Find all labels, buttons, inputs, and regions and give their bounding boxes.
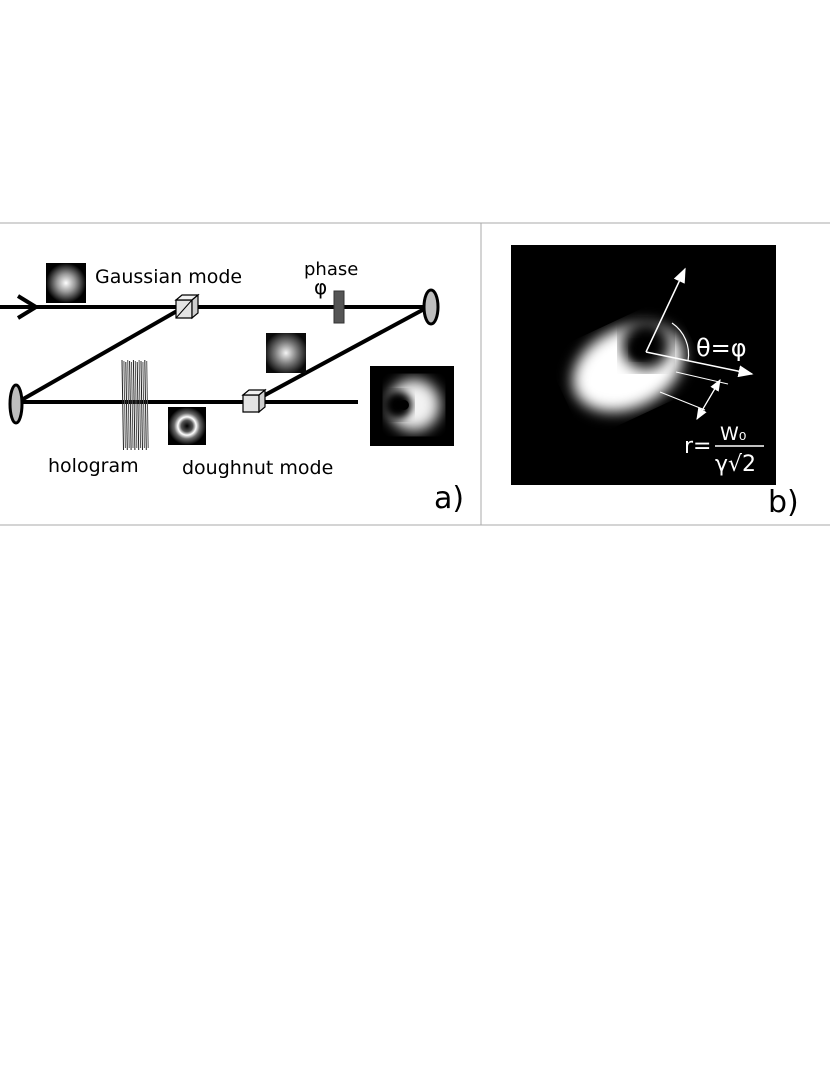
hologram-stripe [146,360,149,449]
right-mirror [422,288,440,326]
angle-arc [671,322,690,362]
hologram-grating [121,359,149,451]
hologram-label: hologram [48,455,139,477]
right-diagonal-beam [251,305,429,404]
hologram-stripe [136,361,140,451]
angle-label: θ=φ [696,334,747,362]
hologram-stripe [140,360,143,451]
hologram-stripe [129,360,132,451]
hologram-stripe [142,361,145,449]
hologram-stripe [144,359,147,451]
panel-a: Gaussian mode phase φ hologram doughnut … [0,259,464,516]
phase-symbol: φ [314,275,327,299]
vertical-direction-arrow [645,267,686,353]
phase-plate [333,290,345,324]
panel-a-label: a) [434,481,464,516]
hologram-stripe [134,360,138,449]
gaussian-mode-thumbnail [46,263,86,303]
hologram-stripe [131,361,134,449]
gaussian-mode-thumbnail-2 [266,333,306,373]
left-mirror [8,383,24,425]
input-arrow-icon [16,294,40,320]
horizontal-axis-arrow [645,351,754,378]
hologram-stripe [132,359,136,451]
hologram-stripe [123,360,126,449]
panel-b: θ=φ r= W₀ γ√2 b) [511,245,799,520]
radius-denominator: γ√2 [715,452,756,477]
output-interference-image [370,366,454,446]
intensity-crescent [572,321,684,412]
hologram-stripe [138,359,142,449]
panel-b-label: b) [768,485,799,520]
left-diagonal-beam [17,305,185,404]
radius-numerator: W₀ [720,423,746,445]
doughnut-mode-thumbnail [168,407,206,445]
gaussian-mode-label: Gaussian mode [95,266,242,288]
hologram-stripe [121,359,124,451]
doughnut-mode-label: doughnut mode [182,457,333,479]
hologram-stripe [127,359,130,449]
hologram-stripe [125,361,128,451]
radius-extension-line-1 [659,391,706,411]
beam-splitter-bottom [241,388,267,414]
radius-prefix: r= [684,434,711,459]
radius-dimension-arrow-2 [696,378,721,420]
phase-label: phase [304,259,358,280]
beam-splitter-top [174,293,200,320]
panel-b-frame [480,222,830,526]
